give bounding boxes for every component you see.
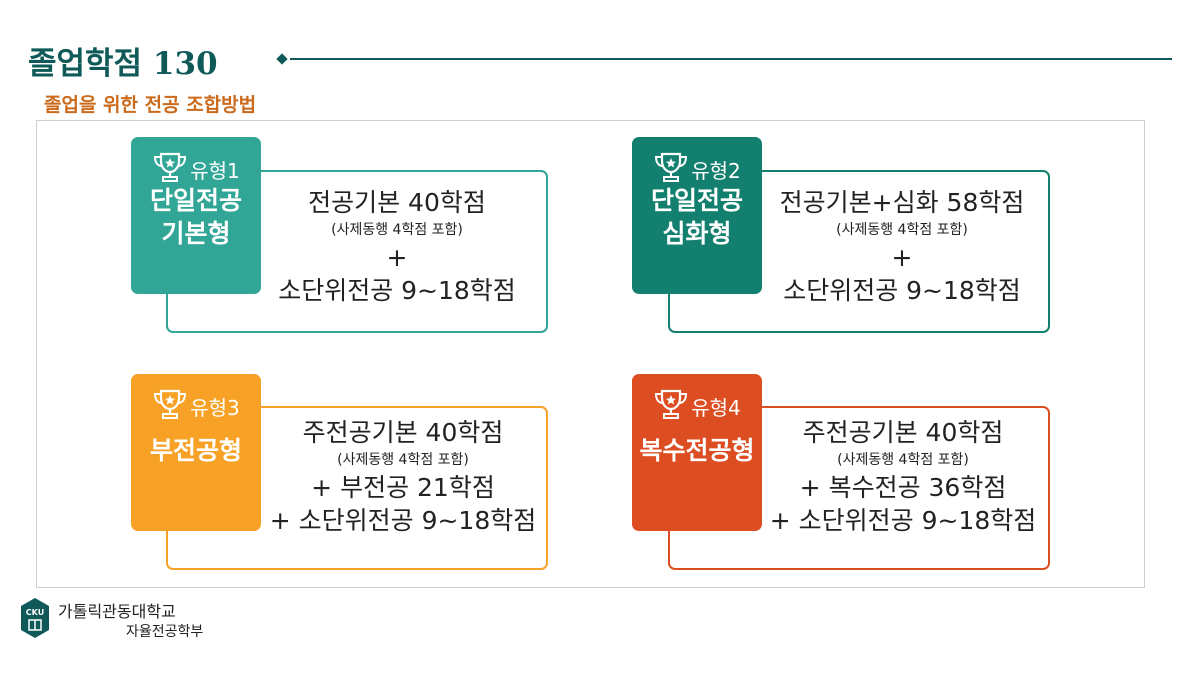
type-name: 부전공형 (131, 434, 261, 467)
content-line: + (386, 243, 408, 272)
type-label: 유형3 (190, 396, 240, 420)
content-line: (사제동행 4학점 포함) (836, 222, 968, 238)
type-name-line: 단일전공 (650, 186, 743, 215)
type-content: 전공기본 40학점 (사제동행 4학점 포함) + 소단위전공 9~18학점 (270, 186, 524, 307)
badge-header: 유형3 (131, 388, 261, 420)
title-divider-line (290, 58, 1172, 60)
type-badge: 유형3 부전공형 (131, 374, 261, 531)
type-name-line: 복수전공형 (639, 436, 755, 465)
type-label: 유형2 (691, 159, 741, 183)
type-label: 유형4 (691, 396, 741, 420)
type-badge: 유형4 복수전공형 (632, 374, 762, 531)
content-line: + (891, 243, 913, 272)
content-line: (사제동행 4학점 포함) (331, 222, 463, 238)
content-line: + 복수전공 36학점 (799, 473, 1007, 502)
content-line: 전공기본+심화 58학점 (779, 188, 1025, 217)
trophy-icon (154, 389, 187, 419)
trophy-icon (655, 152, 688, 182)
type-name-line: 심화형 (662, 219, 732, 248)
department-name: 자율전공학부 (126, 624, 204, 640)
badge-header: 유형2 (632, 151, 762, 183)
content-line: + 소단위전공 9~18학점 (269, 506, 537, 535)
trophy-icon (154, 152, 187, 182)
badge-header: 유형1 (131, 151, 261, 183)
type-content: 주전공기본 40학점 (사제동행 4학점 포함) + 복수전공 36학점 + 소단위전… (766, 416, 1040, 537)
content-line: 전공기본 40학점 (308, 188, 486, 217)
title-diamond-marker (276, 53, 288, 65)
badge-header: 유형4 (632, 388, 762, 420)
type-name: 복수전공형 (632, 434, 762, 467)
content-line: 소단위전공 9~18학점 (783, 276, 1021, 305)
content-panel (36, 120, 1145, 588)
type-name-line: 부전공형 (149, 436, 242, 465)
type-content: 주전공기본 40학점 (사제동행 4학점 포함) + 부전공 21학점 + 소단위전공… (266, 416, 540, 537)
content-line: 주전공기본 40학점 (802, 418, 1004, 447)
trophy-icon (655, 389, 688, 419)
content-line: (사제동행 4학점 포함) (837, 452, 969, 468)
cku-logo-icon: CKU (21, 598, 49, 638)
type-name-line: 단일전공 (149, 186, 242, 215)
content-line: + 부전공 21학점 (311, 473, 495, 502)
type-content: 전공기본+심화 58학점 (사제동행 4학점 포함) + 소단위전공 9~18학점 (770, 186, 1034, 307)
content-line: 주전공기본 40학점 (302, 418, 504, 447)
content-line: 소단위전공 9~18학점 (278, 276, 516, 305)
page-subtitle: 졸업을 위한 전공 조합방법 (44, 94, 257, 116)
university-name: 가톨릭관동대학교 (58, 602, 176, 621)
page-title: 졸업학점 130 (28, 46, 218, 82)
type-name-line: 기본형 (161, 219, 231, 248)
type-label: 유형1 (190, 159, 240, 183)
logo-text: CKU (26, 608, 44, 617)
content-line: (사제동행 4학점 포함) (337, 452, 469, 468)
content-line: + 소단위전공 9~18학점 (769, 506, 1037, 535)
